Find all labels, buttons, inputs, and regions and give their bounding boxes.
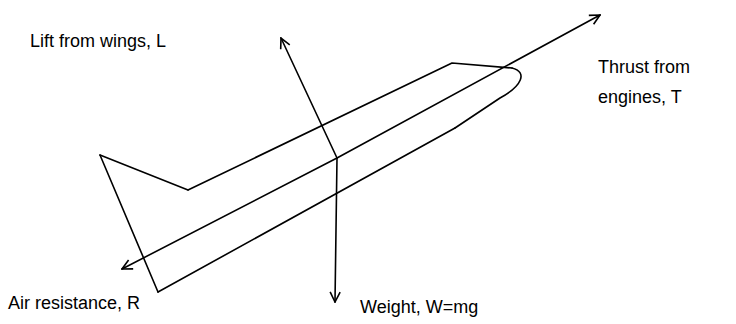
force-label: Thrust from engines, T <box>598 52 716 112</box>
lift-arrow <box>281 38 337 158</box>
thrust-arrow <box>337 15 600 158</box>
resistance-arrow <box>122 158 337 269</box>
force-label: Lift from wings, L <box>30 26 250 56</box>
fuselage-top <box>188 63 512 190</box>
fuselage-bottom <box>158 128 455 292</box>
force-label: Weight, W=mg <box>360 292 540 322</box>
weight-arrow <box>335 158 337 302</box>
fuselage-nose <box>455 68 521 128</box>
force-label: Air resistance, R <box>8 288 208 318</box>
tail-fin <box>100 155 158 292</box>
